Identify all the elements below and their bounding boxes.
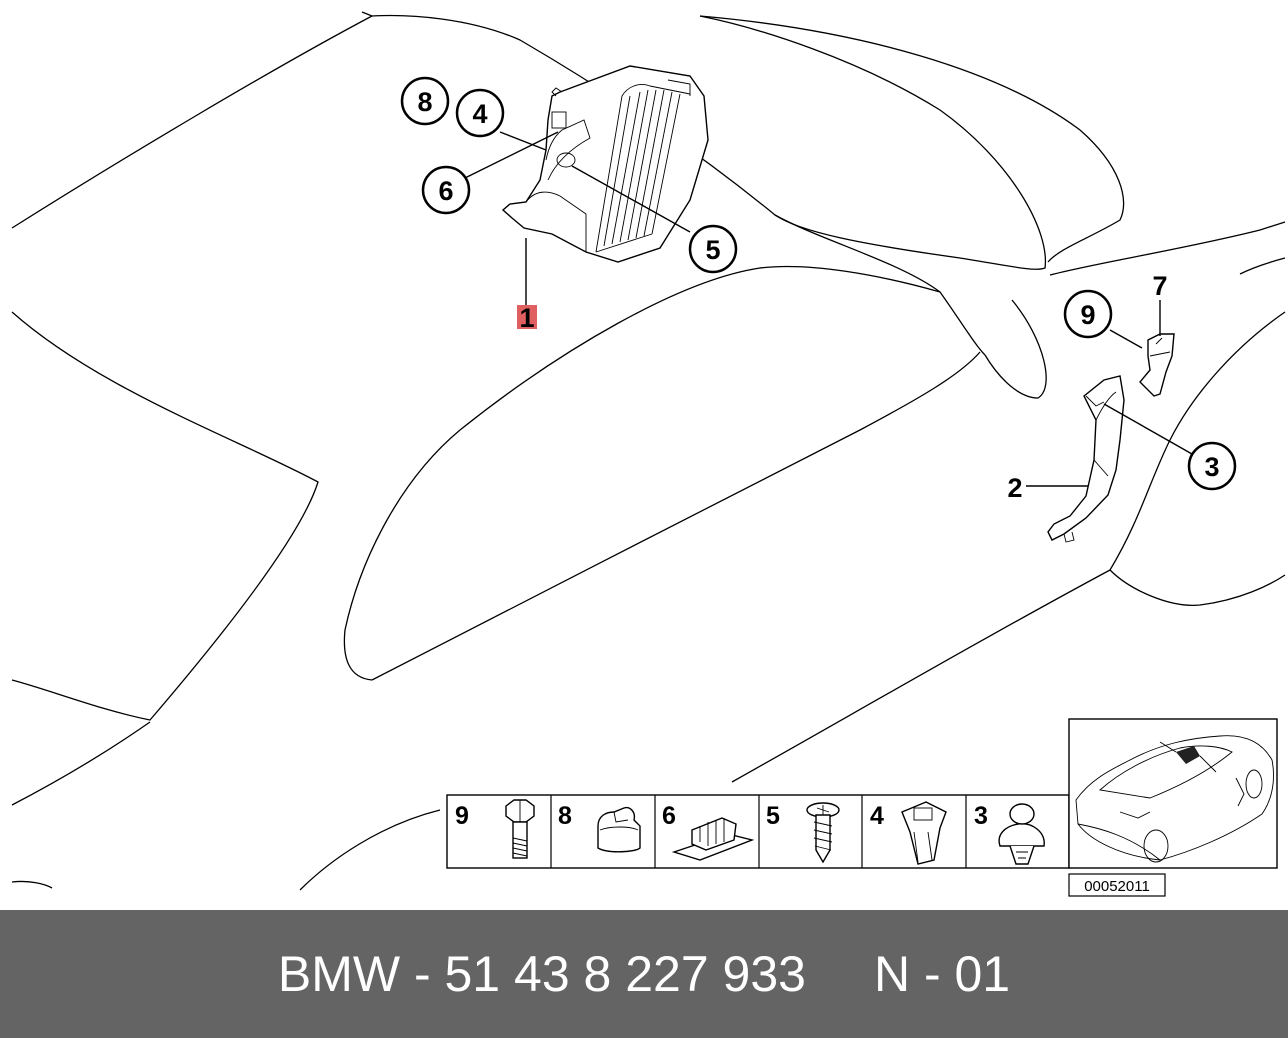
callout-8: 8 — [400, 76, 450, 126]
callout-4-label: 4 — [472, 99, 487, 129]
part-number-text: BMW - 51 43 8 227 933 — [277, 946, 806, 1002]
reference-code: 00052011 — [1084, 878, 1150, 895]
part-2-label: 2 — [1007, 473, 1022, 503]
vehicle-overview-inset — [1068, 718, 1278, 869]
trim-panel-part-1 — [501, 65, 709, 263]
callout-3: 3 — [1187, 441, 1237, 491]
callout-8-label: 8 — [417, 87, 432, 117]
callout-5: 5 — [688, 224, 738, 274]
clip-strip-icon — [671, 817, 755, 861]
part-1-label: 1 — [519, 303, 534, 333]
legend-5-label: 5 — [766, 802, 780, 830]
part-7-label: 7 — [1152, 271, 1167, 301]
part-1-highlight — [517, 305, 537, 329]
legend-6-label: 6 — [662, 802, 676, 830]
trim-panel-part-2 — [1047, 375, 1125, 543]
callout-9: 9 — [1063, 289, 1113, 339]
expanding-rivet-icon — [998, 803, 1045, 865]
spring-nut-icon — [901, 801, 947, 865]
part-number-footer: BMW - 51 43 8 227 933 N - 01 — [0, 910, 1288, 1038]
callout-5-label: 5 — [705, 235, 720, 265]
clip-nut-icon — [597, 806, 641, 853]
bolt-icon — [505, 799, 535, 859]
parts-diagram: 8 4 6 5 9 3 1 2 7 9 8 6 5 4 3 — [11, 11, 1286, 897]
callout-6-label: 6 — [438, 176, 453, 206]
legend-3-label: 3 — [974, 802, 988, 830]
legend-8-label: 8 — [558, 802, 572, 830]
diagram-variant-text: N - 01 — [873, 946, 1011, 1002]
callout-6: 6 — [421, 165, 471, 215]
clip-part-7 — [1139, 333, 1175, 397]
leader-lines — [464, 131, 1193, 487]
legend-4-label: 4 — [870, 802, 884, 830]
reference-code-box: 00052011 — [1068, 873, 1166, 897]
legend-9-label: 9 — [455, 802, 469, 830]
callout-4: 4 — [455, 88, 505, 138]
car-body-outline — [11, 11, 1286, 891]
fastener-legend: 9 8 6 5 4 3 — [446, 794, 1070, 869]
callout-3-label: 3 — [1204, 452, 1219, 482]
screw-icon — [806, 802, 840, 864]
callout-9-label: 9 — [1080, 300, 1095, 330]
